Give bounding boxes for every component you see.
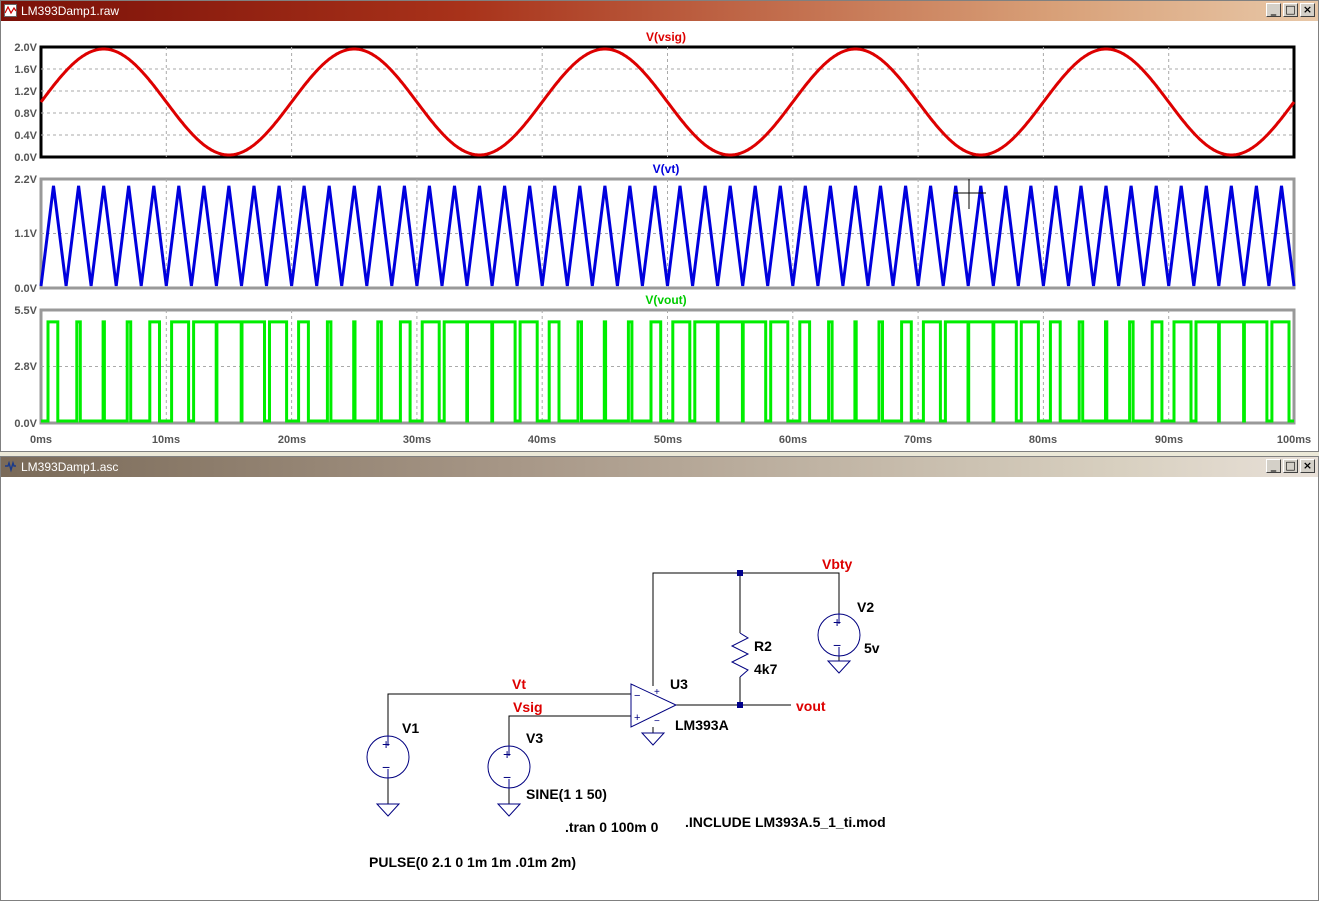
waveform-app-icon [4,4,17,17]
wires [387,572,840,804]
component-value-u3[interactable]: LM393A [675,717,729,733]
component-name-v2[interactable]: V2 [857,599,874,615]
waveform-window-title: LM393Damp1.raw [21,4,120,18]
waveform-window: LM393Damp1.raw _ □ × V(vsig) 2.0V 1.6V 1… [0,0,1319,452]
ytick-vout: 0.0V [14,418,37,430]
ytick-vt: 0.0V [14,283,37,295]
ytick-vout: 2.8V [14,361,37,373]
xtick: 70ms [904,434,932,446]
comparator-u3[interactable]: − + + − [630,683,678,728]
component-name-v1[interactable]: V1 [402,720,419,736]
xtick: 50ms [654,434,682,446]
pin-plus-mark: + [382,736,390,752]
xtick: 0ms [30,434,52,446]
trace-label-vsig[interactable]: V(vsig) [646,30,686,44]
minimize-button[interactable]: _ [1266,459,1281,473]
close-button[interactable]: × [1300,459,1315,473]
maximize-button[interactable]: □ [1283,3,1298,17]
junction-dot [737,570,743,576]
ground-icon [496,803,522,817]
xtick: 30ms [403,434,431,446]
component-name-r2[interactable]: R2 [754,638,772,654]
tran-directive[interactable]: .tran 0 100m 0 [565,819,659,835]
ground-icon [826,660,852,674]
schematic-canvas[interactable]: + − V1 PULSE(0 2.1 0 1m 1m .01m 2m) + − … [1,477,1318,900]
pin-plus-mark: + [654,687,660,698]
ytick-vt: 2.2V [14,174,37,186]
ytick-vsig: 0.4V [14,130,37,142]
net-label-vout[interactable]: vout [796,698,826,714]
xtick: 80ms [1029,434,1057,446]
minimize-button[interactable]: _ [1266,3,1281,17]
trace-line-vt [39,185,1296,287]
schematic-app-icon [5,460,16,473]
net-label-vsig[interactable]: Vsig [513,699,543,715]
pin-minus-mark: − [654,716,660,727]
xtick: 60ms [779,434,807,446]
pin-minus-mark: − [833,637,841,653]
crosshair-cursor [954,179,986,209]
schematic-window: LM393Damp1.asc _ □ × [0,456,1319,901]
close-button[interactable]: × [1300,3,1315,17]
voltage-source-v1[interactable] [366,735,410,779]
trace-line-vout [41,320,1294,423]
ytick-vt: 1.1V [14,228,37,240]
component-value-v2[interactable]: 5v [864,640,880,656]
resistor-r2[interactable] [730,632,750,678]
net-label-vt[interactable]: Vt [512,676,526,692]
maximize-button[interactable]: □ [1283,459,1298,473]
trace-label-vout[interactable]: V(vout) [645,293,686,307]
xtick: 40ms [528,434,556,446]
trace-line-vsig [39,47,1296,157]
waveform-title-bar[interactable]: LM393Damp1.raw _ □ × [1,1,1318,21]
component-value-v3[interactable]: SINE(1 1 50) [526,786,607,802]
pin-plus-mark: + [634,712,640,724]
pin-minus-mark: − [503,769,511,785]
xtick: 100ms [1277,434,1311,446]
x-axis: 0ms 10ms 20ms 30ms 40ms 50ms 60ms 70ms 8… [30,434,1311,446]
schematic-title-bar[interactable]: LM393Damp1.asc _ □ × [1,457,1318,477]
ytick-vsig: 0.8V [14,108,37,120]
ytick-vsig: 0.0V [14,152,37,164]
plot-pane-vout: V(vout) 5.5V 2.8V 0.0V [14,293,1296,430]
xtick: 20ms [278,434,306,446]
junction-dot [737,702,743,708]
ytick-vout: 5.5V [14,305,37,317]
trace-label-vt[interactable]: V(vt) [653,162,680,176]
xtick: 10ms [152,434,180,446]
component-name-v3[interactable]: V3 [526,730,543,746]
include-directive[interactable]: .INCLUDE LM393A.5_1_ti.mod [685,814,886,830]
xtick: 90ms [1155,434,1183,446]
component-value-r2[interactable]: 4k7 [754,661,778,677]
voltage-source-v2[interactable] [817,613,861,657]
net-label-vbty[interactable]: Vbty [822,556,853,572]
plot-pane-vt: V(vt) 2.2V 1.1V 0.0V [14,162,1296,295]
pin-plus-mark: + [833,614,841,630]
component-name-u3[interactable]: U3 [670,676,688,692]
voltage-source-v3[interactable] [487,745,531,789]
schematic-window-title: LM393Damp1.asc [21,460,119,474]
ytick-vsig: 1.6V [14,64,37,76]
ytick-vsig: 1.2V [14,86,37,98]
pin-minus-mark: − [634,690,640,702]
ground-icon [640,732,666,746]
pin-minus-mark: − [382,759,390,775]
pin-plus-mark: + [503,746,511,762]
waveform-plot-area[interactable]: V(vsig) 2.0V 1.6V 1.2V 0.8V 0.4V 0.0V V(… [1,21,1318,451]
component-value-v1[interactable]: PULSE(0 2.1 0 1m 1m .01m 2m) [369,854,576,870]
ground-icon [375,803,401,817]
plot-pane-vsig: V(vsig) 2.0V 1.6V 1.2V 0.8V 0.4V 0.0V [14,30,1296,164]
ytick-vsig: 2.0V [14,42,37,54]
